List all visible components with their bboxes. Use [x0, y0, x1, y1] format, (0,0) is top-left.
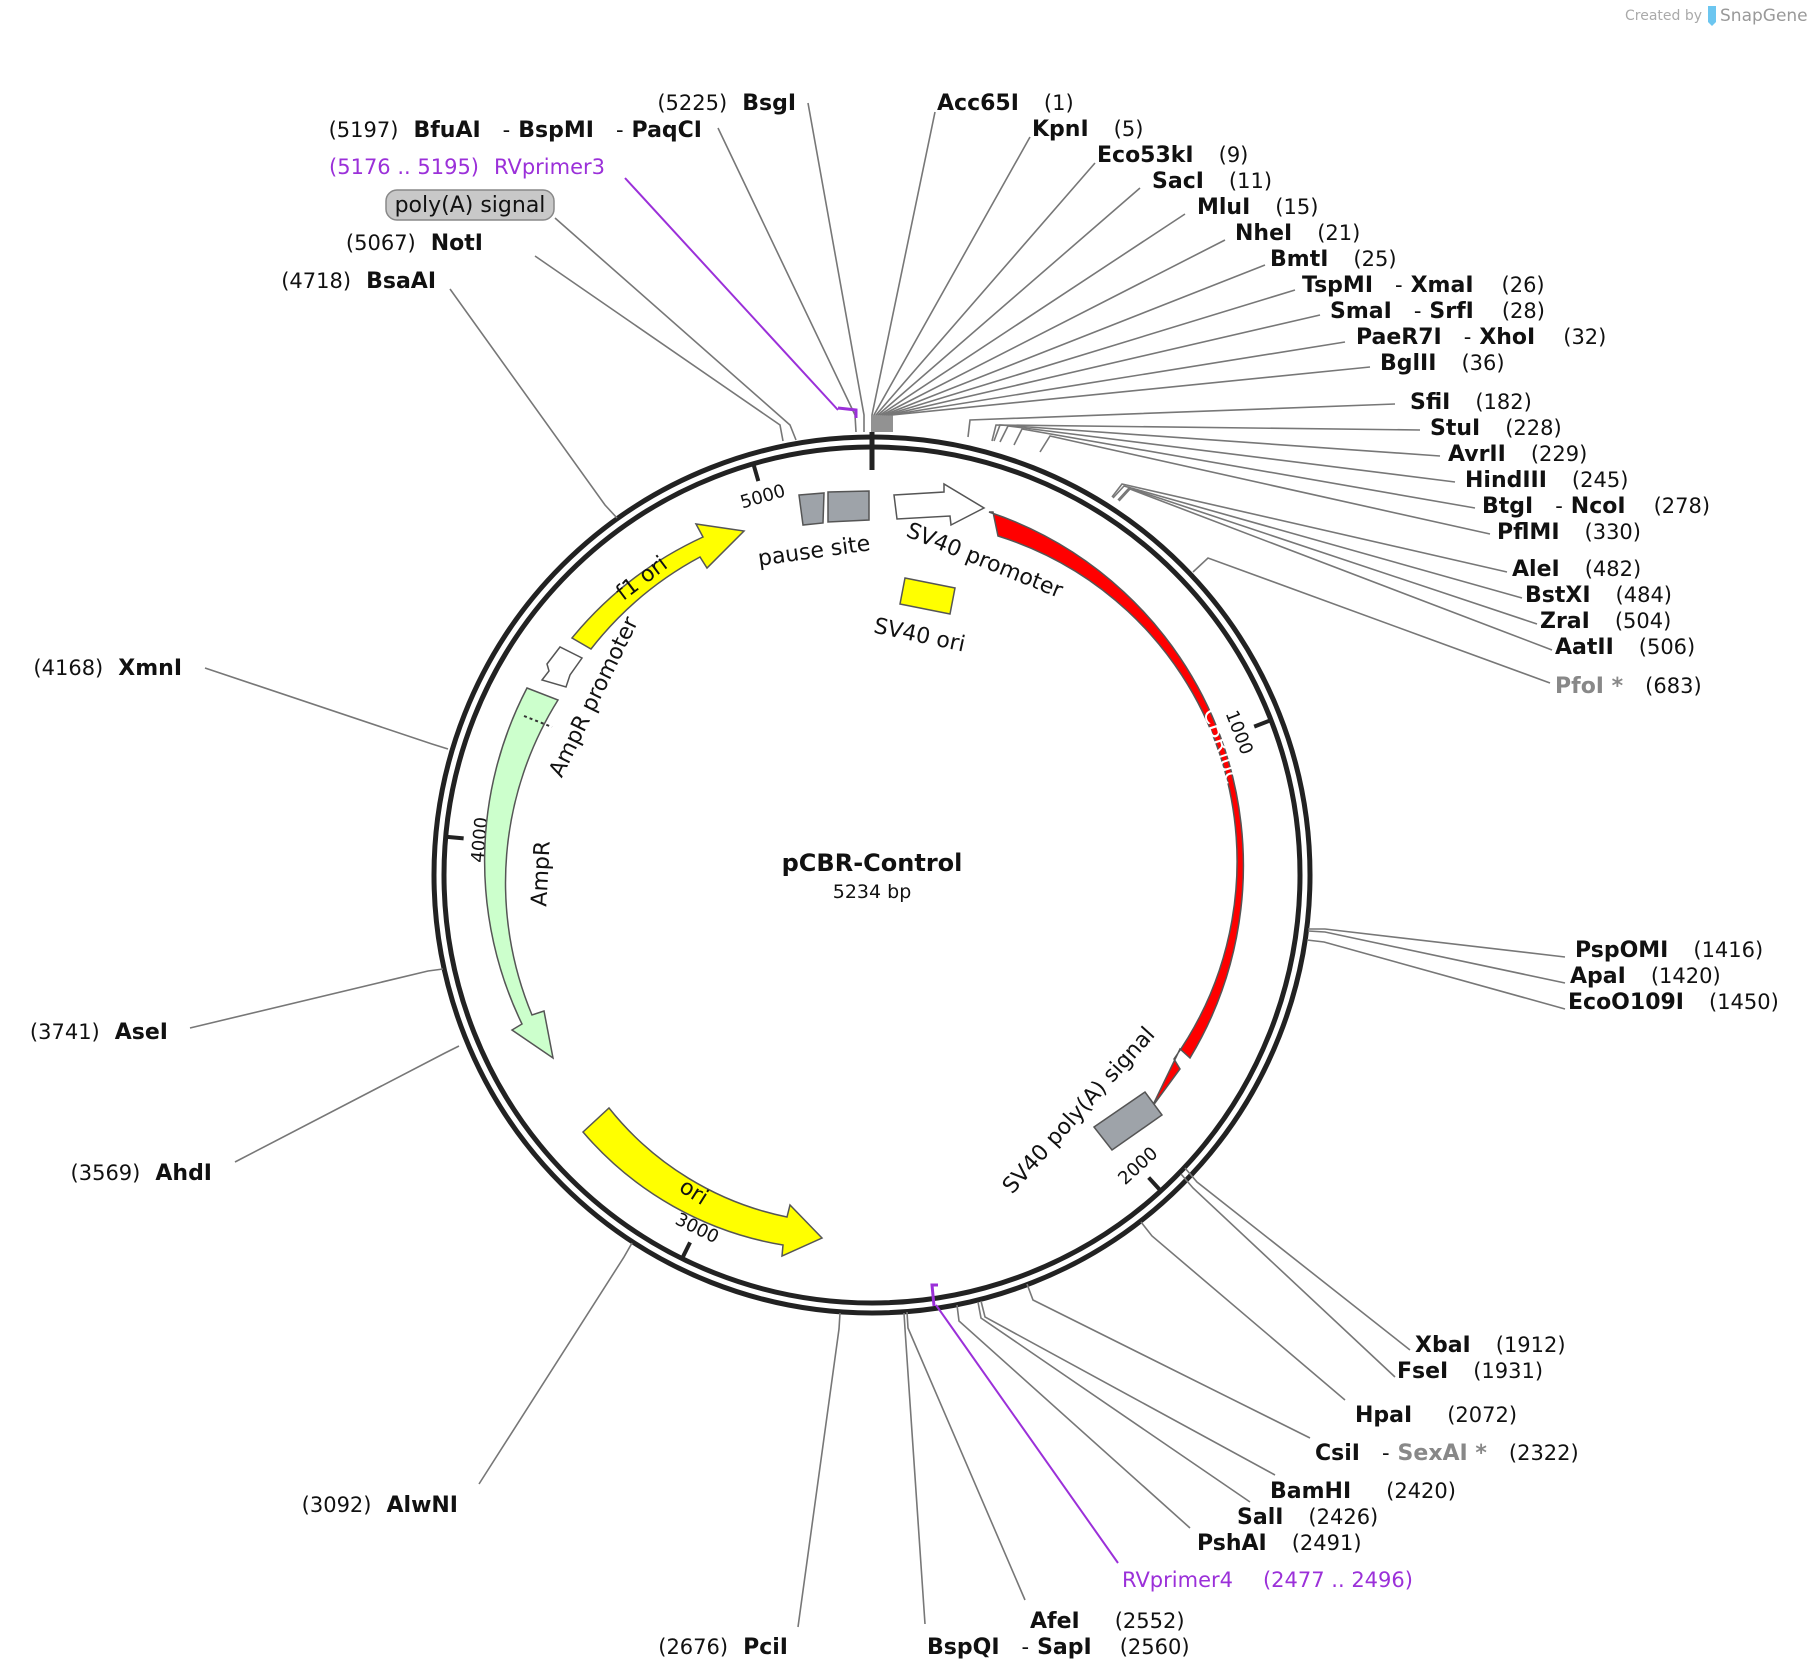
site-label[interactable]: (3569)AhdI	[71, 1161, 212, 1186]
feature-ori[interactable]	[581, 1106, 824, 1258]
site-label[interactable]: BglII(36)	[1380, 351, 1505, 376]
site-label[interactable]: SfiI(182)	[1410, 390, 1532, 415]
site-label[interactable]: AvrII(229)	[1448, 442, 1587, 467]
primer-label[interactable]: (5176 .. 5195)RVprimer3	[329, 155, 605, 179]
site-label[interactable]: PspOMI(1416)	[1575, 938, 1763, 963]
feature-f1-ori[interactable]	[570, 523, 746, 650]
created-by-label: Created by	[1625, 8, 1702, 24]
site-label[interactable]: ApaI(1420)	[1570, 964, 1721, 989]
ampr-dotted-divider	[523, 715, 553, 728]
primer-rvprimer4-mark	[930, 1283, 938, 1307]
site-label[interactable]: PshAI(2491)	[1197, 1531, 1362, 1556]
feature-cbrluc[interactable]	[988, 511, 1245, 1108]
site-label[interactable]: NheI(21)	[1235, 221, 1360, 246]
feature-pause-site-b[interactable]	[827, 490, 870, 523]
site-label[interactable]: (5225)BsgI	[657, 91, 796, 116]
tick-mark	[1147, 1176, 1163, 1193]
feature-sv40-promoter[interactable]	[893, 482, 986, 527]
leader-lines	[189, 102, 1566, 1628]
site-label[interactable]: PaeR7I-XhoI(32)	[1356, 325, 1606, 350]
site-label[interactable]: (5067)NotI	[346, 231, 483, 256]
site-label[interactable]: SmaI-SrfI(28)	[1330, 299, 1545, 324]
plasmid-length: 5234 bp	[833, 881, 912, 903]
feature-ampr-promoter[interactable]	[540, 646, 584, 688]
site-label[interactable]: HindIII(245)	[1465, 468, 1628, 493]
site-label[interactable]: Eco53kI(9)	[1097, 143, 1248, 168]
site-label[interactable]: XbaI(1912)	[1415, 1333, 1566, 1358]
site-label[interactable]: AleI(482)	[1512, 557, 1641, 582]
feature-polya-badge[interactable]	[385, 189, 555, 221]
site-label[interactable]: TspMI-XmaI(26)	[1302, 273, 1545, 298]
tick-mark	[1253, 718, 1272, 729]
site-label[interactable]: BtgI-NcoI(278)	[1482, 494, 1710, 519]
tick-mark	[751, 463, 761, 482]
site-label[interactable]: (4168)XmnI	[33, 656, 182, 681]
site-label[interactable]: BspQI-SapI(2560)	[927, 1635, 1190, 1660]
site-label[interactable]: PfoI *(683)	[1555, 674, 1702, 699]
primer-rvprimer3-mark	[837, 406, 858, 418]
site-label[interactable]: AfeI(2552)	[1030, 1609, 1185, 1634]
site-label[interactable]: BmtI(25)	[1270, 247, 1397, 272]
site-label[interactable]: BstXI(484)	[1525, 583, 1672, 608]
feature-pause-site-a[interactable]	[798, 492, 825, 526]
feature-polya-badge-label: poly(A) signal	[395, 193, 546, 218]
site-label[interactable]: SacI(11)	[1152, 169, 1272, 194]
site-label[interactable]: HpaI(2072)	[1355, 1403, 1517, 1428]
feature-pause-site-label: pause site	[756, 531, 872, 572]
site-label[interactable]: EcoO109I(1450)	[1568, 990, 1779, 1015]
site-label[interactable]: (5197)BfuAI-BspMI-PaqCI	[329, 118, 702, 143]
plasmid-name: pCBR-Control	[782, 849, 963, 877]
site-label[interactable]: BamHI(2420)	[1270, 1479, 1456, 1504]
site-label[interactable]: (3092)AlwNI	[302, 1493, 458, 1518]
site-label[interactable]: MluI(15)	[1197, 195, 1318, 220]
site-label[interactable]: (2676)PciI	[658, 1635, 788, 1660]
feature-sv40-polya[interactable]	[1092, 1090, 1164, 1152]
snapgene-label[interactable]: SnapGene	[1720, 6, 1808, 26]
site-label[interactable]: ZraI(504)	[1540, 609, 1671, 634]
site-label[interactable]: PflMI(330)	[1497, 520, 1641, 545]
site-label[interactable]: SalI(2426)	[1237, 1505, 1378, 1530]
tick-mark	[680, 1241, 692, 1260]
site-label[interactable]: Acc65I(1)	[937, 91, 1074, 116]
site-label[interactable]: (4718)BsaAI	[281, 269, 436, 294]
feature-ampr[interactable]	[483, 687, 560, 1060]
site-label[interactable]: StuI(228)	[1430, 416, 1562, 441]
site-label[interactable]: AatII(506)	[1555, 635, 1695, 660]
snapgene-logo-icon	[1708, 6, 1716, 26]
site-label[interactable]: KpnI(5)	[1032, 117, 1143, 142]
tick-mark	[445, 834, 464, 841]
feature-sv40-ori[interactable]	[899, 577, 956, 615]
feature-ampr-label: AmpR	[527, 840, 555, 907]
site-label[interactable]: (3741)AseI	[30, 1020, 168, 1045]
site-label[interactable]: FseI(1931)	[1397, 1359, 1543, 1384]
feature-sv40-ori-label: SV40 ori	[871, 614, 967, 658]
tick-label: 5000	[738, 480, 788, 513]
site-label[interactable]: CsiI-SexAI *(2322)	[1315, 1441, 1579, 1466]
site-labels: Acc65I(1) KpnI(5) Eco53kI(9) SacI(11) Ml…	[30, 91, 1779, 1660]
primer-label[interactable]: RVprimer4(2477 .. 2496)	[1122, 1568, 1413, 1592]
